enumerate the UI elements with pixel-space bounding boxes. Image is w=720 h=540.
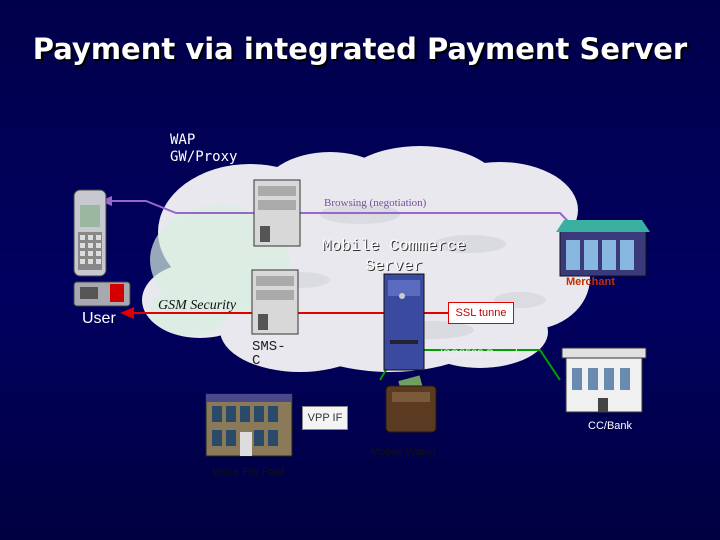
- mcs-label-line2: Server: [365, 257, 423, 275]
- mobile-wallet-label: Mobile Wallet: [370, 446, 436, 458]
- wap-gateway-server-icon: [253, 179, 301, 247]
- bank-icon: [561, 347, 647, 413]
- iso8583-label: ISO8583 Based: [440, 348, 518, 360]
- smsc-server-icon: [251, 269, 299, 335]
- browsing-label: Browsing (negotiation): [324, 197, 427, 209]
- smsc-label: SMS- C: [252, 340, 286, 368]
- ssl-tunnel-box: SSL tunne: [448, 302, 514, 324]
- mcs-label-line1: Mobile Commerce: [322, 237, 467, 255]
- mobile-commerce-server-icon: [383, 273, 425, 371]
- gsm-arrowhead: [120, 307, 134, 319]
- gsm-security-label: GSM Security: [158, 298, 237, 313]
- slide-title: Payment via integrated Payment Server: [32, 32, 688, 66]
- card-reader-icon: [73, 281, 131, 307]
- vpp-if-box: VPP IF: [302, 406, 348, 430]
- voice-prepaid-label: Voice Pre.Paid: [212, 466, 285, 478]
- smsc-label-line2: C: [252, 353, 261, 369]
- iso-line: [418, 349, 561, 381]
- wap-gateway-label: WAP GW/Proxy: [170, 132, 237, 166]
- mobile-wallet-icon: [385, 375, 437, 433]
- merchant-store-icon: [556, 220, 650, 277]
- smsc-label-line1: SMS-: [252, 339, 286, 355]
- mobile-phone-icon: [73, 189, 107, 277]
- cc-bank-label: CC/Bank: [588, 420, 633, 432]
- merchant-label: Merchant: [566, 276, 615, 288]
- mobile-commerce-server-label: Mobile Commerce Server: [322, 236, 466, 276]
- wap-label-line2: GW/Proxy: [170, 149, 238, 165]
- voice-prepaid-building-icon: [205, 393, 293, 457]
- wap-label-line1: WAP: [170, 132, 196, 148]
- user-label: User: [82, 310, 116, 327]
